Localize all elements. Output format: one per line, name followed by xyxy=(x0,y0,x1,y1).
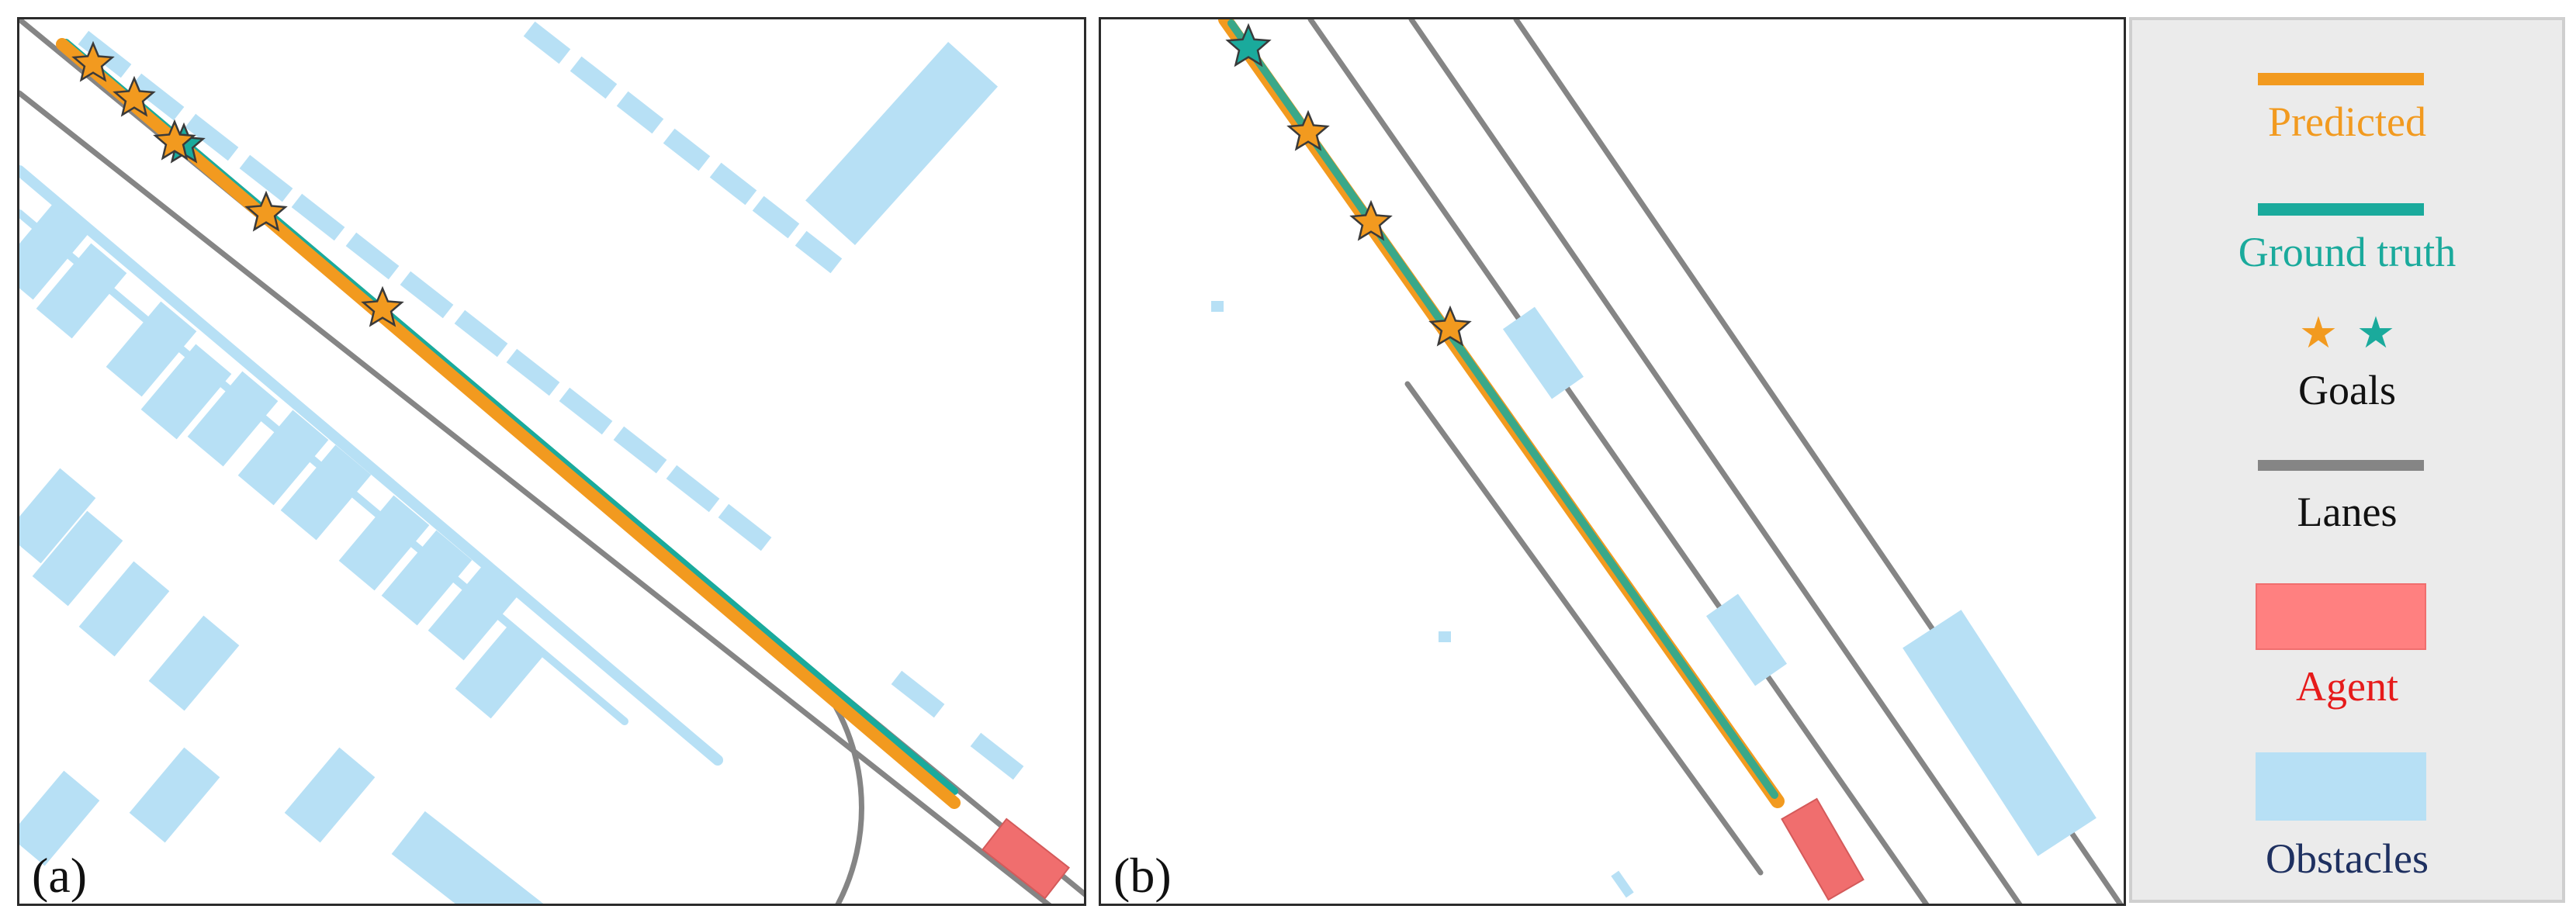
predicted-trajectory xyxy=(56,38,961,809)
obstacle xyxy=(185,113,239,161)
obstacle xyxy=(237,410,329,506)
obstacle xyxy=(280,444,372,541)
scene-a xyxy=(19,19,1084,904)
obstacle xyxy=(106,301,197,397)
lane xyxy=(1408,19,2023,904)
lane xyxy=(1404,381,1764,876)
agent-vehicle xyxy=(1781,797,1864,901)
obstacle xyxy=(1705,593,1788,686)
obstacle xyxy=(130,73,185,121)
agent-vehicle xyxy=(982,818,1070,900)
legend-agent: Agent xyxy=(2132,563,2562,707)
obstacle xyxy=(709,162,757,206)
obstacle xyxy=(454,309,508,358)
obstacle xyxy=(506,348,560,396)
legend-ground-truth: Ground truth xyxy=(2132,183,2562,273)
obstacle-swatch xyxy=(2256,752,2426,821)
obstacle xyxy=(291,193,345,241)
obstacle xyxy=(140,344,232,440)
obstacle xyxy=(381,530,473,626)
obstacle xyxy=(523,21,571,64)
agent-swatch xyxy=(2256,583,2426,650)
predicted-goal-star xyxy=(153,119,196,161)
obstacle xyxy=(1611,870,1634,898)
orange-star-icon: ★ xyxy=(2298,308,2339,358)
legend-obstacles-label: Obstacles xyxy=(2266,835,2429,882)
lane xyxy=(19,90,1052,904)
legend-ground-truth-label: Ground truth xyxy=(2238,229,2457,275)
obstacle xyxy=(1502,306,1584,399)
predicted-goal-star xyxy=(113,75,156,117)
ground-truth-swatch xyxy=(2258,203,2424,216)
obstacle xyxy=(1211,301,1224,312)
obstacle xyxy=(345,232,400,280)
obstacle xyxy=(616,91,664,134)
predicted-goal-star xyxy=(244,190,288,232)
predicted-goal-star xyxy=(71,40,115,82)
legend-goals: ★ ★ Goals xyxy=(2132,307,2562,416)
obstacle xyxy=(613,426,667,474)
obstacle xyxy=(19,204,88,300)
legend-goals-label: Goals xyxy=(2298,367,2396,413)
legend-lanes-label: Lanes xyxy=(2297,489,2398,535)
obstacle xyxy=(559,387,613,435)
ground-truth-goal-star xyxy=(1225,22,1272,67)
lane xyxy=(1307,19,1930,904)
obstacle xyxy=(148,615,240,711)
obstacle xyxy=(284,747,376,843)
obstacle xyxy=(455,623,546,719)
panel-a: (a) xyxy=(17,17,1086,906)
obstacle xyxy=(970,732,1024,780)
obstacle xyxy=(795,230,843,274)
obstacle xyxy=(1903,610,2096,856)
predicted-goal-star xyxy=(361,285,404,327)
scene-b xyxy=(1211,19,2124,904)
predicted-goal-star xyxy=(1286,109,1330,151)
panel-b-label: (b) xyxy=(1113,848,1172,903)
obstacle xyxy=(570,56,618,99)
goals-stars: ★ ★ xyxy=(2132,312,2562,355)
legend: Predicted Ground truth ★ ★ Goals Lanes A… xyxy=(2129,17,2565,903)
legend-predicted: Predicted xyxy=(2132,53,2562,143)
legend-predicted-label: Predicted xyxy=(2268,99,2426,145)
predicted-goal-star xyxy=(1428,305,1472,347)
obstacle xyxy=(752,195,800,239)
obstacle xyxy=(718,503,772,551)
obstacle xyxy=(338,495,430,591)
obstacle xyxy=(129,747,220,843)
legend-lanes: Lanes xyxy=(2132,443,2562,533)
predicted-swatch xyxy=(2258,73,2424,85)
legend-agent-label: Agent xyxy=(2296,663,2398,710)
obstacle xyxy=(19,468,96,564)
obstacle xyxy=(78,561,170,657)
obstacle xyxy=(239,154,293,202)
obstacle xyxy=(32,510,123,607)
panel-b: (b) xyxy=(1099,17,2126,906)
obstacle xyxy=(19,770,100,866)
obstacle xyxy=(891,670,945,718)
lanes-swatch xyxy=(2258,460,2424,471)
obstacle xyxy=(428,565,519,661)
predicted-goal-star xyxy=(1349,199,1393,241)
obstacle xyxy=(805,42,998,245)
legend-obstacles: Obstacles xyxy=(2132,732,2562,880)
ground-truth-trajectory xyxy=(1227,19,1778,799)
obstacle xyxy=(1439,631,1451,642)
obstacle xyxy=(663,128,711,171)
obstacle xyxy=(391,811,548,904)
teal-star-icon: ★ xyxy=(2356,308,2396,358)
obstacle xyxy=(19,165,723,766)
obstacle xyxy=(187,371,279,467)
obstacle xyxy=(78,30,132,78)
obstacle xyxy=(666,465,720,513)
panel-a-label: (a) xyxy=(32,848,88,903)
obstacle xyxy=(400,271,454,319)
obstacle xyxy=(36,243,127,339)
